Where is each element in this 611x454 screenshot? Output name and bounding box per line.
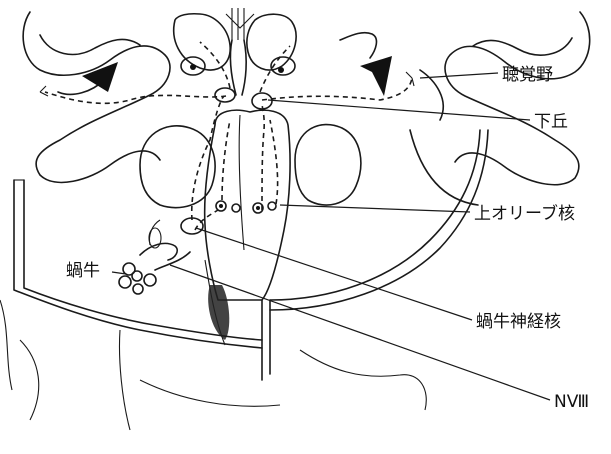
label-inferior-colliculus: 下丘 bbox=[534, 112, 568, 132]
lateral-ventricles bbox=[82, 33, 392, 96]
label-cochlea: 蝸牛 bbox=[66, 261, 100, 281]
label-superior-olive: 上オリーブ核 bbox=[474, 203, 575, 224]
label-cranial-nerve-viii: NⅧ bbox=[554, 392, 589, 412]
superior-olive-nuclei bbox=[216, 201, 276, 213]
auditory-pathway-lines bbox=[40, 42, 414, 230]
label-cochlear-nucleus: 蝸牛神経核 bbox=[476, 312, 561, 332]
label-auditory-cortex: 聴覚野 bbox=[502, 65, 553, 85]
cochlea-drawing bbox=[119, 220, 190, 294]
cerebral-cortex-outline bbox=[23, 12, 590, 185]
label-leader-lines bbox=[112, 73, 550, 400]
